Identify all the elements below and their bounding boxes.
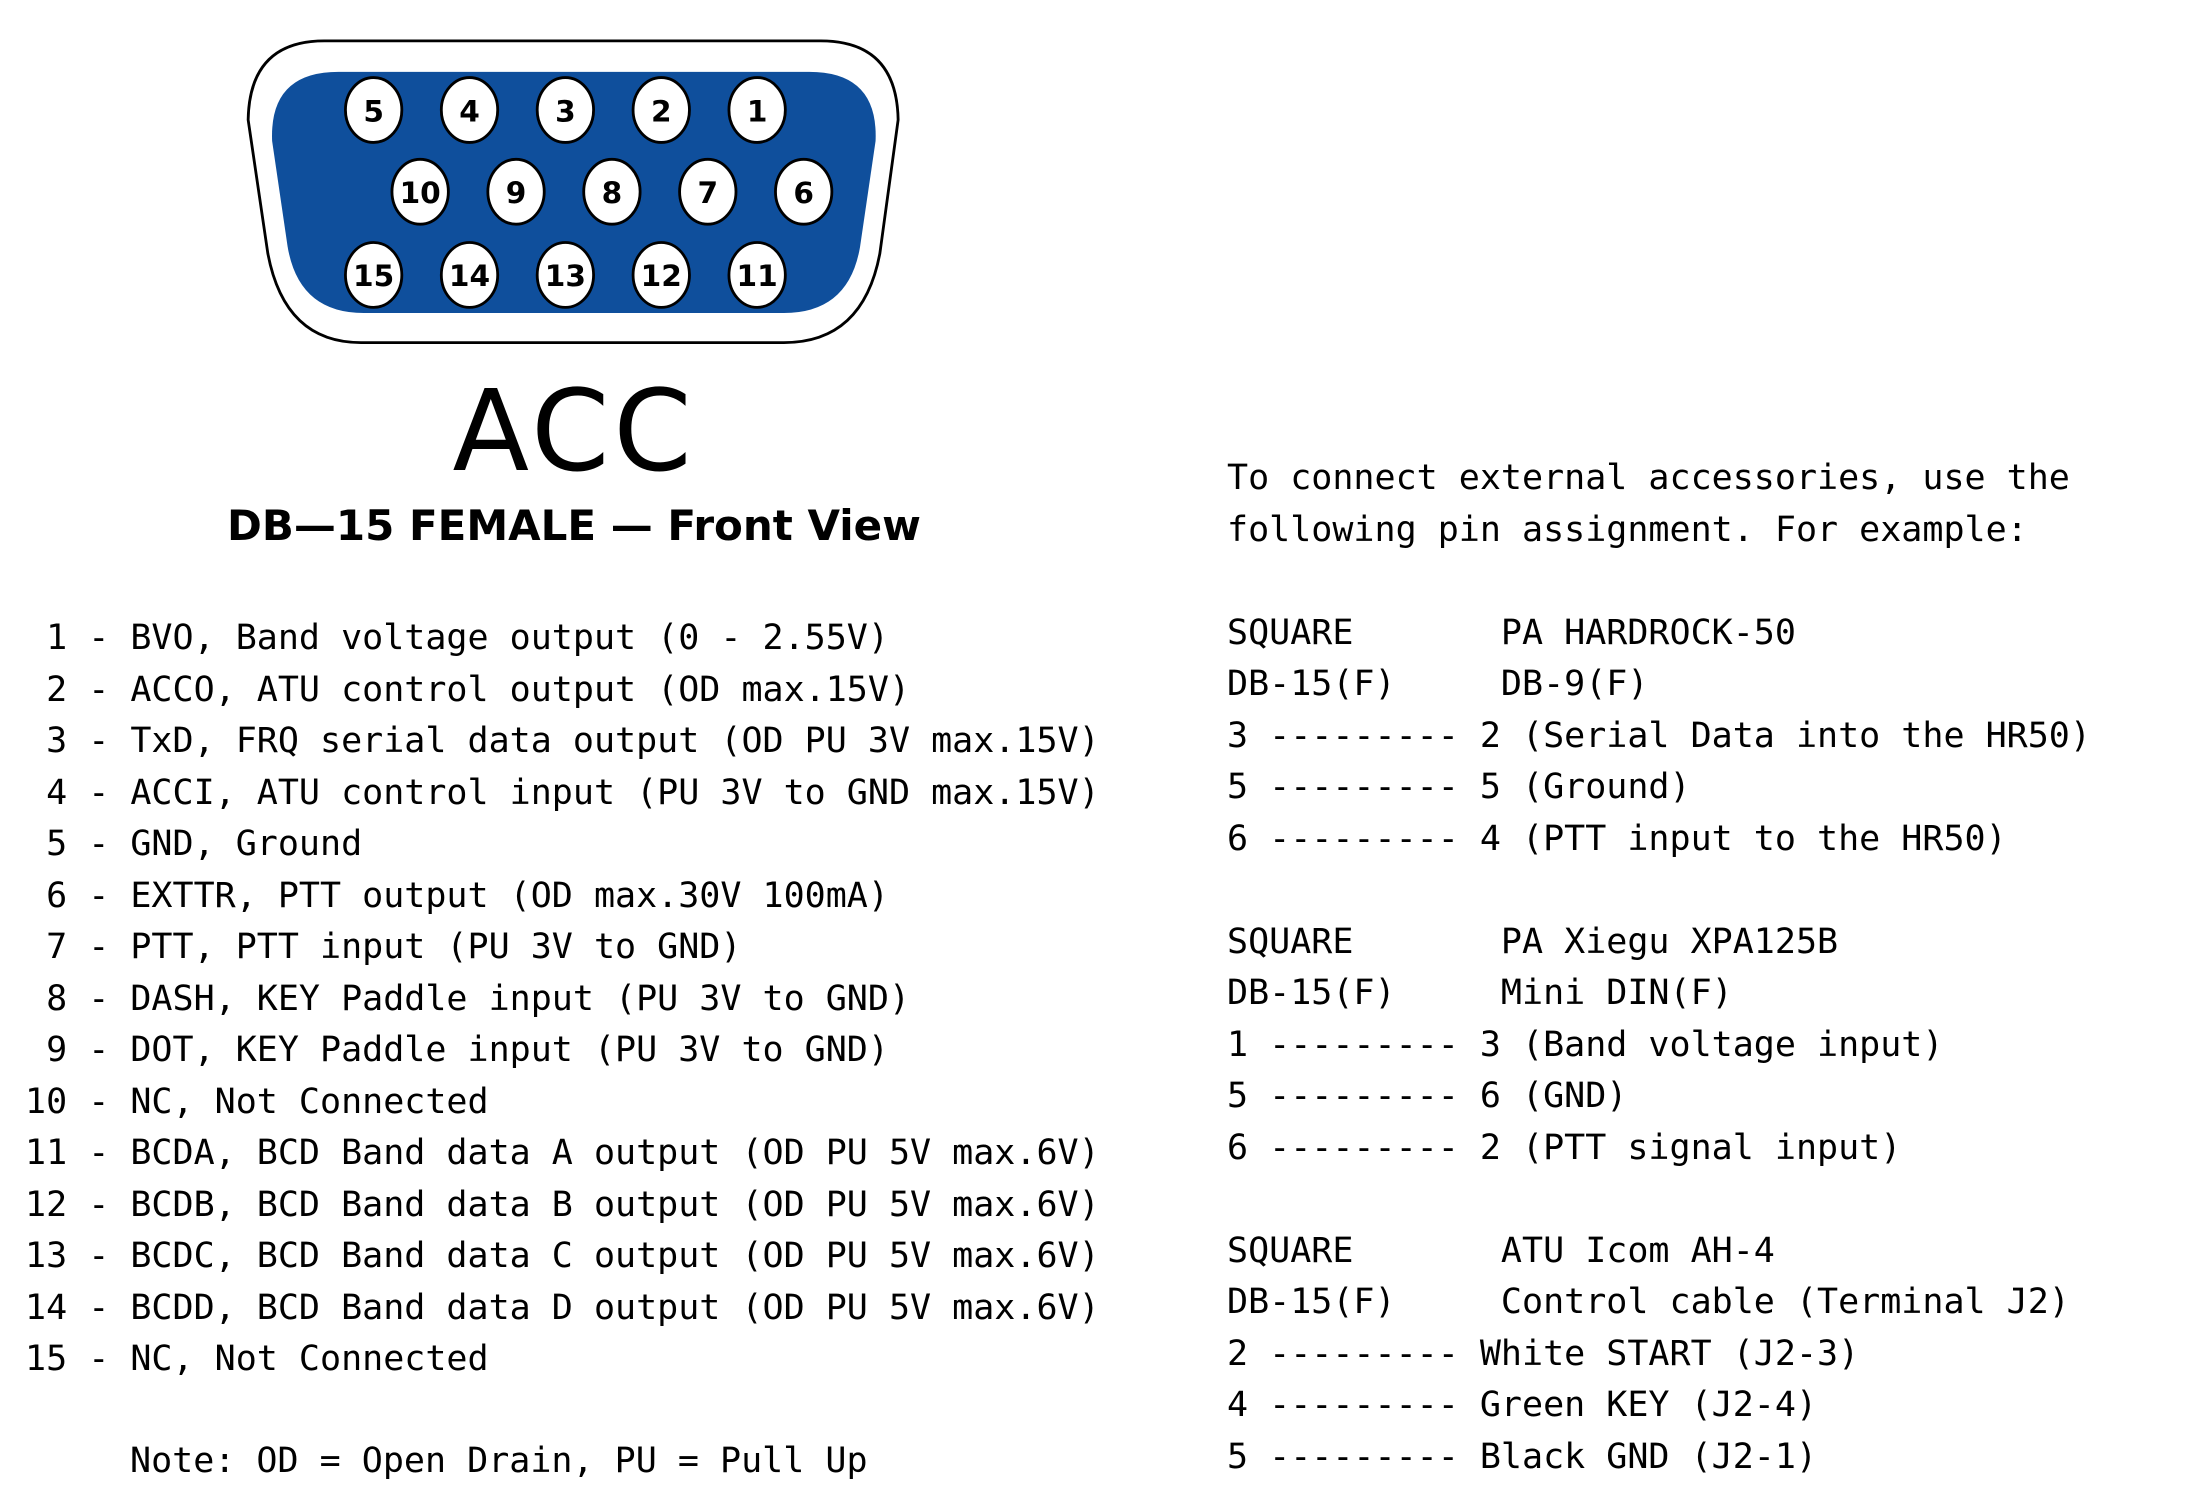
example-line: 1 --------- 3 (Band voltage input) <box>1227 1024 1944 1065</box>
pin-row: 13 - BCDC, BCD Band data C output (OD PU… <box>25 1236 1100 1276</box>
pin-3-socket <box>535 76 595 144</box>
example-line: DB-15(F) Control cable (Terminal J2) <box>1227 1282 2070 1322</box>
pin-row: 3 - TxD, FRQ serial data output (OD PU 3… <box>25 721 1100 761</box>
pin-15-socket <box>344 241 404 309</box>
example-line: SQUARE PA HARDROCK-50 <box>1227 612 1796 653</box>
pin-row: 5 - GND, Ground <box>25 824 363 864</box>
pin-row: 7 - PTT, PTT input (PU 3V to GND) <box>25 927 742 967</box>
pin-12-socket <box>631 241 691 309</box>
pin-13-label: 13 <box>545 259 586 293</box>
pin-1-label: 1 <box>747 94 768 128</box>
accessory-examples: To connect external accessories, use the… <box>1227 453 2091 1483</box>
pin-10-label: 10 <box>400 176 441 210</box>
example-line: SQUARE PA Xiegu XPA125B <box>1227 921 1839 962</box>
pin-3-label: 3 <box>555 94 576 128</box>
example-line: DB-15(F) DB-9(F) <box>1227 664 1649 704</box>
pin-7-socket <box>678 157 738 226</box>
note: Note: OD = Open Drain, PU = Pull Up <box>130 1441 868 1481</box>
pin-1-socket <box>727 76 787 144</box>
pin-row: 9 - DOT, KEY Paddle input (PU 3V to GND) <box>25 1030 889 1070</box>
example-line: 6 --------- 2 (PTT signal input) <box>1227 1127 1902 1168</box>
spacer <box>1227 865 2091 917</box>
example-line: 5 --------- Black GND (J2-1) <box>1227 1436 1818 1477</box>
pin-8-socket <box>582 157 642 226</box>
connector-inner-shell <box>272 71 876 314</box>
pin-11-label: 11 <box>737 259 778 293</box>
pin-7-label: 7 <box>697 176 718 210</box>
pin-12-label: 12 <box>641 259 682 293</box>
spacer <box>1227 1174 2091 1226</box>
pin-row: 10 - NC, Not Connected <box>25 1081 489 1122</box>
pin-6-socket <box>774 157 834 226</box>
pin-10-socket <box>390 157 450 226</box>
pin-row: 14 - BCDD, BCD Band data D output (OD PU… <box>25 1287 1100 1328</box>
pin-14-socket <box>439 241 500 309</box>
example-line: 4 --------- Green KEY (J2-4) <box>1227 1385 1818 1425</box>
pin-row: 8 - DASH, KEY Paddle input (PU 3V to GND… <box>25 978 911 1019</box>
pin-row: 1 - BVO, Band voltage output (0 - 2.55V) <box>25 618 889 658</box>
example-line: 3 --------- 2 (Serial Data into the HR50… <box>1227 715 2091 756</box>
pin-15-label: 15 <box>353 259 394 293</box>
example-line: 5 --------- 5 (Ground) <box>1227 767 1691 807</box>
example-line: SQUARE ATU Icom AH-4 <box>1227 1230 1775 1271</box>
pin-2-socket <box>631 76 691 144</box>
pin-5-label: 5 <box>363 94 384 128</box>
example-line: 5 --------- 6 (GND) <box>1227 1076 1628 1116</box>
pin-9-socket <box>486 157 546 226</box>
pin-13-socket <box>535 241 595 309</box>
pin-8-label: 8 <box>602 176 623 210</box>
pin-row: 12 - BCDB, BCD Band data B output (OD PU… <box>25 1184 1100 1225</box>
pin-row: 15 - NC, Not Connected <box>25 1339 489 1379</box>
pin-5-socket <box>344 76 404 144</box>
pin-6-label: 6 <box>793 176 814 210</box>
pin-row: 4 - ACCI, ATU control input (PU 3V to GN… <box>25 772 1100 813</box>
pin-row: 11 - BCDA, BCD Band data A output (OD PU… <box>25 1133 1100 1173</box>
example-line: 2 --------- White START (J2-3) <box>1227 1333 1860 1374</box>
pin-row: 2 - ACCO, ATU control output (OD max.15V… <box>25 669 911 710</box>
example-line: 6 --------- 4 (PTT input to the HR50) <box>1227 818 2007 859</box>
pin-2-label: 2 <box>651 94 672 128</box>
pin-4-label: 4 <box>459 94 480 128</box>
intro-line-2: following pin assignment. For example: <box>1227 509 2028 550</box>
pin-9-label: 9 <box>506 176 527 210</box>
pin-4-socket <box>439 76 500 144</box>
connector-subtitle: DB—15 FEMALE — Front View <box>227 501 921 550</box>
pin-assignment-list: 1 - BVO, Band voltage output (0 - 2.55V)… <box>25 613 1100 1386</box>
connector-title: ACC <box>452 367 696 497</box>
intro-line-1: To connect external accessories, use the <box>1227 458 2070 498</box>
spacer <box>1227 556 2091 608</box>
pin-row: 6 - EXTTR, PTT output (OD max.30V 100mA) <box>25 875 889 916</box>
pin-14-label: 14 <box>449 259 490 293</box>
example-line: DB-15(F) Mini DIN(F) <box>1227 973 1733 1013</box>
pin-11-socket <box>727 241 787 309</box>
